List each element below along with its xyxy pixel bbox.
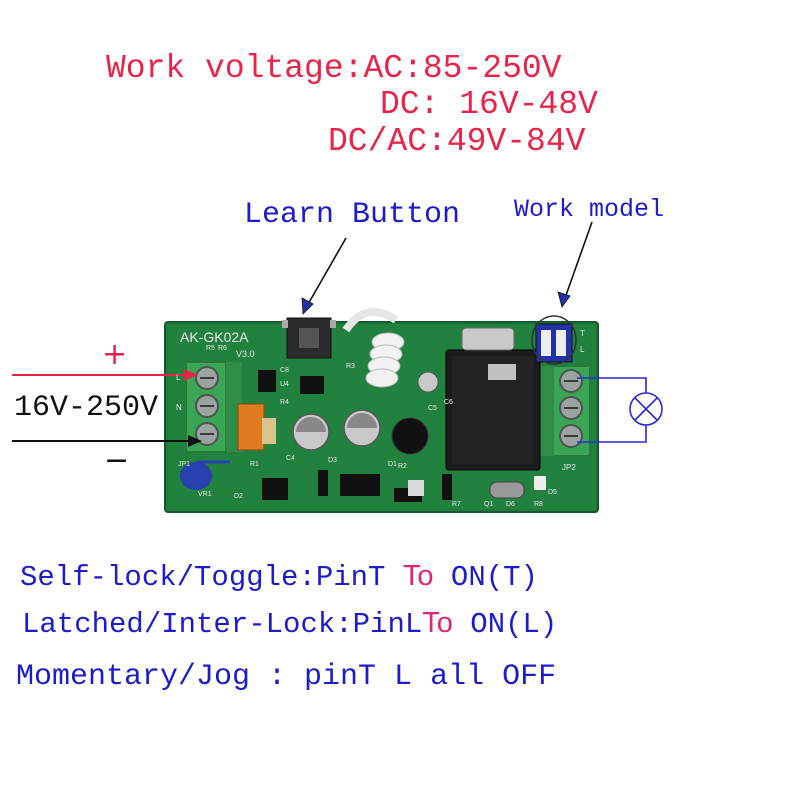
- varistor: [180, 462, 212, 490]
- momentary-mode-line: Momentary/Jog : pinT L all OFF: [16, 660, 557, 694]
- terminal-label-n: N: [176, 403, 182, 412]
- plus-sign: +: [102, 337, 128, 372]
- capacitors: [292, 371, 439, 455]
- component-ref-r4: R4: [280, 399, 289, 406]
- lamp-icon: [629, 392, 663, 426]
- input-voltage-label: 16V-250V: [14, 391, 159, 425]
- component-ref-d6: D6: [506, 501, 515, 508]
- component-ref-d2: D2: [234, 493, 243, 500]
- component-ref-r7: R7: [452, 501, 461, 508]
- component-ref-r1: R1: [250, 461, 259, 468]
- learn-button-label: Learn Button: [244, 198, 461, 232]
- dip-label-t: T: [580, 329, 585, 338]
- dip-label-l: L: [580, 345, 585, 354]
- minus-sign: −: [104, 443, 130, 478]
- work-model-arrow: [564, 221, 593, 299]
- component-ref-c5: C5: [428, 405, 437, 412]
- dcac-voltage-line: DC/AC:49V-84V: [328, 123, 586, 160]
- dc-voltage-line: DC: 16V-48V: [380, 86, 598, 123]
- component-ref-jp1: JP1: [178, 461, 190, 468]
- component-ref-r2: R2: [398, 463, 407, 470]
- terminal-label-l: L: [176, 373, 181, 382]
- selflock-mode-line: Self-lock/Toggle:PinT To ON(T): [20, 560, 538, 594]
- component-ref-r3: R3: [346, 363, 355, 370]
- component-ref-q1: Q1: [484, 501, 493, 508]
- right-terminal-block: [540, 365, 591, 457]
- dip-switch: [531, 315, 577, 365]
- component-ref-vr1: VR1: [198, 491, 212, 498]
- work-model-label: Work model: [514, 195, 665, 224]
- jp2-label: JP2: [562, 463, 576, 472]
- component-ref-c4: C4: [286, 455, 295, 462]
- work-voltage-line: Work voltage:AC:85-250V: [106, 50, 562, 87]
- board-version: V3.0: [236, 349, 255, 359]
- antenna-coil: [342, 308, 405, 388]
- component-ref-d5: D5: [548, 489, 557, 496]
- latched-mode-line: Latched/Inter-Lock:PinLTo ON(L): [22, 607, 558, 641]
- lamp-wiring: [577, 377, 647, 443]
- component-ref-d1: D1: [388, 461, 397, 468]
- component-ref-u4: U4: [280, 381, 289, 388]
- component-ref-r5: R5: [206, 345, 215, 352]
- component-ref-c6: C6: [444, 399, 453, 406]
- component-ref-c8: C8: [280, 367, 289, 374]
- learn-button-arrow: [306, 237, 347, 307]
- left-terminal-block: [185, 361, 242, 453]
- board-model: AK-GK02A: [180, 329, 249, 345]
- component-ref-d3: D3: [328, 457, 337, 464]
- component-ref-r6: R6: [218, 345, 227, 352]
- component-ref-r8: R8: [534, 501, 543, 508]
- learn-button-component: [282, 317, 336, 359]
